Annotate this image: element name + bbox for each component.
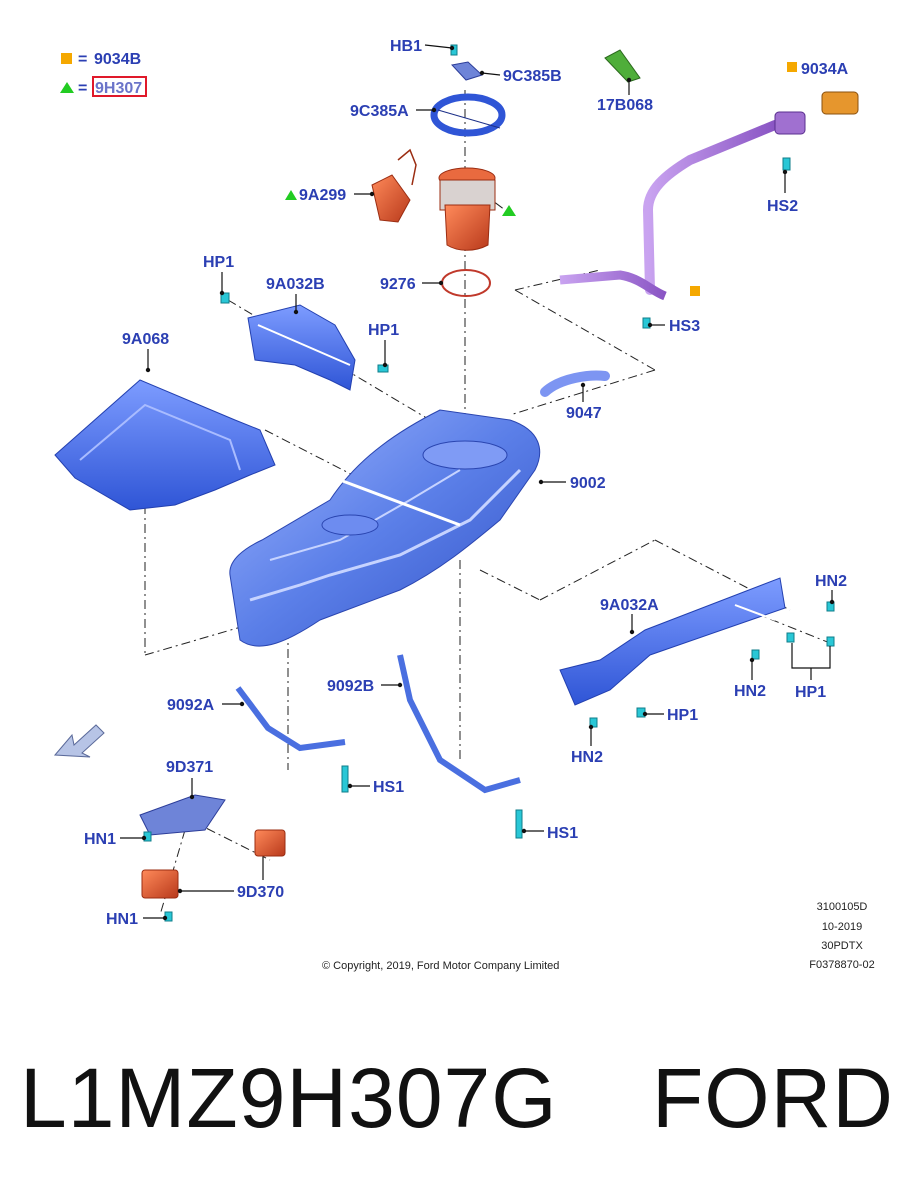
highlight-box (92, 76, 147, 97)
label-hs3: HS3 (669, 318, 700, 335)
copyright-text: © Copyright, 2019, Ford Motor Company Li… (322, 960, 559, 972)
label-hn1-top: HN1 (84, 831, 116, 848)
label-17B068: 17B068 (597, 97, 653, 114)
filler-pipe (559, 111, 806, 301)
label-hs2: HS2 (767, 198, 798, 215)
label-9A032A: 9A032A (600, 597, 659, 614)
info-line-1: 3100105D (817, 901, 868, 913)
strap-9092B (397, 654, 521, 794)
label-hn1-bottom: HN1 (106, 911, 138, 928)
label-9092B: 9092B (327, 678, 374, 695)
filler-cap-9034A (821, 91, 859, 115)
label-9C385B: 9C385B (503, 68, 562, 85)
strap-9092A (235, 686, 346, 752)
bracket-9C385B (451, 61, 483, 81)
label-hs1-left: HS1 (373, 779, 404, 796)
label-9D370: 9D370 (237, 884, 284, 901)
canister-9D370-a (254, 829, 286, 857)
label-9A068: 9A068 (122, 331, 169, 348)
caption-brand: FORD (651, 1051, 894, 1145)
label-9A299: 9A299 (299, 187, 346, 204)
square-marker-icon (787, 62, 797, 72)
triangle-marker-icon (285, 190, 297, 200)
info-line-4: F0378870-02 (809, 959, 874, 971)
label-hp1-shield: HP1 (368, 322, 399, 339)
label-hp1-top: HP1 (203, 254, 234, 271)
legend-eq-1: = (78, 51, 87, 68)
label-hb1: HB1 (390, 38, 422, 55)
fuel-pump-module (438, 167, 496, 251)
label-9034A: 9034A (801, 61, 849, 78)
legend-square-label: 9034B (94, 51, 141, 68)
heat-shield-9A032A (559, 577, 786, 706)
label-9092A: 9092A (167, 697, 215, 714)
square-marker-icon (61, 53, 72, 64)
fuel-tank-9002 (229, 409, 541, 647)
triangle-marker-icon (502, 205, 516, 216)
square-marker-icon (690, 286, 700, 296)
info-line-2: 10-2019 (822, 921, 862, 933)
label-hs1-right: HS1 (547, 825, 578, 842)
label-9D371: 9D371 (166, 759, 213, 776)
canister-9D370-b (141, 869, 179, 899)
label-9C385A: 9C385A (350, 103, 409, 120)
seal-9276 (441, 269, 491, 297)
part-labels: HB1 9C385B 9C385A 17B068 9034A 9A299 HS2… (84, 38, 849, 928)
vent-tube-9047 (540, 370, 610, 397)
triangle-marker-icon (60, 82, 74, 93)
sender-9A299 (371, 148, 417, 223)
label-hn2-mid: HN2 (734, 683, 766, 700)
label-9276: 9276 (380, 276, 416, 293)
legend-triangle-label: 9H307 (95, 80, 142, 97)
label-9047: 9047 (566, 405, 602, 422)
tether-17B068 (604, 49, 641, 83)
lock-ring-9C385A (430, 93, 506, 137)
label-9002: 9002 (570, 475, 606, 492)
legend: = 9034B = 9H307 (60, 51, 147, 97)
label-hn2-right: HN2 (815, 573, 847, 590)
heat-shield-9A032B (247, 304, 356, 391)
exploded-parts-diagram: = 9034B = 9H307 (53, 38, 875, 972)
label-hp1-lower: HP1 (667, 707, 698, 724)
caption-part-number: L1MZ9H307G (20, 1051, 558, 1145)
label-hp1-right: HP1 (795, 684, 826, 701)
leader-lines (120, 44, 835, 921)
label-9A032B: 9A032B (266, 276, 325, 293)
legend-eq-2: = (78, 80, 87, 97)
info-line-3: 30PDTX (821, 940, 863, 952)
front-direction-arrow-icon (53, 724, 105, 758)
heat-shield-9A068 (54, 379, 276, 511)
bracket-9D371 (139, 794, 226, 836)
part-caption: L1MZ9H307G FORD (20, 1050, 900, 1160)
label-hn2-lower: HN2 (571, 749, 603, 766)
info-block: 3100105D 10-2019 30PDTX F0378870-02 © Co… (322, 901, 875, 972)
